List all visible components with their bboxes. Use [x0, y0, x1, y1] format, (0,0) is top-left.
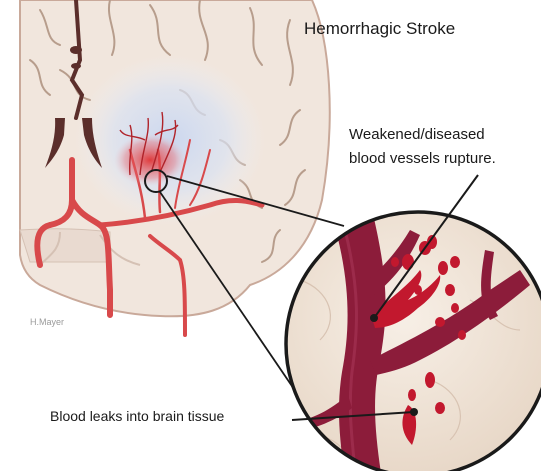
leak-callout: Blood leaks into brain tissue [50, 408, 224, 424]
rupture-callout-line1: Weakened/diseased [349, 123, 496, 147]
rupture-callout-line2: blood vessels rupture. [349, 147, 496, 171]
brainstem-region [20, 229, 110, 262]
zoom-inset [286, 210, 541, 471]
artist-credit: H.Mayer [30, 317, 64, 327]
diagram-title: Hemorrhagic Stroke [304, 19, 455, 39]
rupture-callout: Weakened/diseased blood vessels rupture. [349, 123, 496, 171]
brain-section [20, 0, 330, 335]
